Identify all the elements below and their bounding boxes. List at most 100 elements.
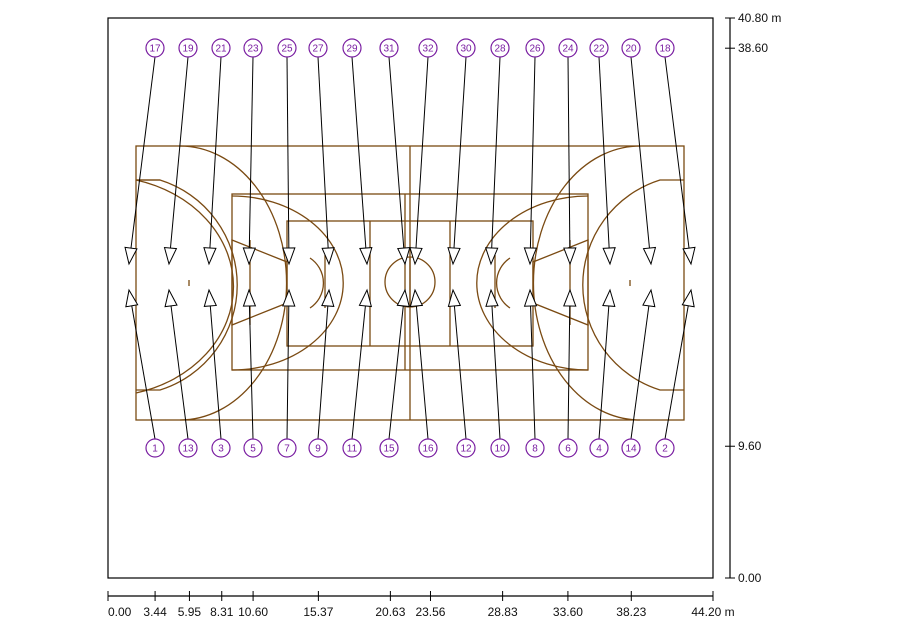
fixture-marker: 20	[621, 38, 641, 58]
fixture-aim-arrow-bottom	[447, 288, 467, 440]
fixture-number: 28	[494, 44, 506, 55]
x-axis-tick-label: 5.95	[178, 605, 202, 619]
fixture-number: 18	[659, 44, 671, 55]
fixture-aim-arrow-bottom	[282, 288, 296, 440]
fixture-marker: 9	[308, 438, 328, 458]
y-axis-tick-label: 9.60	[738, 439, 762, 453]
right-three-point-inner	[476, 195, 589, 371]
fixture-number: 30	[460, 44, 472, 55]
fixture-marker: 19	[178, 38, 198, 58]
fixture-number: 22	[593, 44, 605, 55]
fixture-number: 14	[625, 444, 637, 455]
fixture-circle	[145, 438, 165, 458]
fixture-marker: 28	[490, 38, 510, 58]
fixture-circle	[342, 438, 362, 458]
fixture-marker: 22	[589, 38, 609, 58]
fixture-aim-arrow-top	[485, 56, 501, 266]
fixture-circle	[490, 438, 510, 458]
x-axis-tick-label: 0.00	[108, 605, 132, 619]
fixture-circle	[456, 38, 476, 58]
fixture-aim-arrow-bottom	[242, 288, 257, 440]
fixture-circle	[456, 438, 476, 458]
x-axis-tick-label: 33.60	[553, 605, 583, 619]
fixture-aim-arrow-top	[664, 56, 696, 266]
fixture-number: 2	[662, 444, 668, 455]
fixture-number: 15	[383, 444, 395, 455]
fixture-number: 6	[565, 444, 571, 455]
fixture-circle	[178, 38, 198, 58]
fixture-marker: 31	[379, 38, 399, 58]
fixture-marker: 12	[456, 438, 476, 458]
fixture-aim-arrow-bottom	[351, 288, 373, 440]
fixture-circle	[308, 438, 328, 458]
x-axis-tick-label: 28.83	[488, 605, 518, 619]
fixture-number: 9	[315, 444, 321, 455]
fixture-number: 24	[562, 44, 574, 55]
fixture-aim-arrow-bottom	[164, 288, 189, 440]
fixture-aim-arrow-top	[203, 56, 222, 266]
fixture-marker: 17	[145, 38, 165, 58]
fixture-aim-arrow-bottom	[523, 288, 538, 440]
fixture-number: 11	[347, 444, 358, 455]
fixture-marker: 27	[308, 38, 328, 58]
fixture-number: 13	[182, 444, 194, 455]
fixture-marker: 4	[589, 438, 609, 458]
fixture-marker: 5	[243, 438, 263, 458]
fixture-circle	[211, 38, 231, 58]
x-axis-tick-label: 3.44	[143, 605, 167, 619]
fixture-number: 12	[460, 444, 472, 455]
fixture-aim-arrow-bottom	[125, 288, 156, 440]
fixture-aim-arrow-bottom	[317, 288, 335, 440]
fixture-number: 23	[247, 44, 259, 55]
fixture-circle	[277, 438, 297, 458]
fixture-number: 5	[250, 444, 256, 455]
fixture-marker: 2	[655, 438, 675, 458]
fixture-marker: 3	[211, 438, 231, 458]
fixture-number: 21	[215, 44, 227, 55]
fixture-aim-arrow-top	[351, 56, 373, 266]
fixture-marker: 7	[277, 438, 297, 458]
left-three-point-inner	[231, 195, 344, 371]
fixture-number: 1	[152, 444, 158, 455]
fixture-number: 32	[422, 44, 434, 55]
fixture-number: 27	[312, 44, 324, 55]
fixture-marker: 29	[342, 38, 362, 58]
fixture-circle	[655, 38, 675, 58]
fixture-number: 17	[149, 44, 161, 55]
fixture-aim-arrow-bottom	[388, 288, 410, 440]
fixture-marker: 8	[525, 438, 545, 458]
x-axis-tick-label: 10.60	[238, 605, 268, 619]
fixture-circle	[525, 38, 545, 58]
fixture-number: 19	[182, 44, 194, 55]
right-large-arc	[532, 145, 641, 421]
fixture-aim-arrow-top	[124, 56, 156, 266]
x-axis-tick-label: 8.31	[210, 605, 234, 619]
fixture-marker: 11	[342, 438, 362, 458]
fixture-circle	[277, 38, 297, 58]
fixture-number: 29	[346, 44, 358, 55]
fixture-aim-arrow-top	[523, 56, 538, 266]
fixture-circle	[621, 438, 641, 458]
fixture-circle	[418, 438, 438, 458]
fixture-circle	[655, 438, 675, 458]
fixture-number: 25	[281, 44, 293, 55]
fixture-marker: 14	[621, 438, 641, 458]
fixture-marker: 26	[525, 38, 545, 58]
fixture-aim-arrow-top	[598, 56, 616, 266]
fixture-circle	[178, 438, 198, 458]
left-ft-circle	[309, 257, 324, 309]
y-axis-tick-label: 38.60	[738, 41, 768, 55]
fixture-circle	[243, 38, 263, 58]
plan-frame	[107, 17, 714, 579]
left-key	[231, 239, 288, 326]
basketball-court	[135, 145, 685, 421]
fixture-marker: 23	[243, 38, 263, 58]
fixture-marker: 13	[178, 438, 198, 458]
fixture-number: 7	[284, 444, 290, 455]
y-axis-tick-label: 0.00	[738, 571, 762, 585]
fixture-circle	[558, 438, 578, 458]
fixture-circle	[243, 438, 263, 458]
x-axis-tick-label: 44.20 m	[691, 605, 734, 619]
